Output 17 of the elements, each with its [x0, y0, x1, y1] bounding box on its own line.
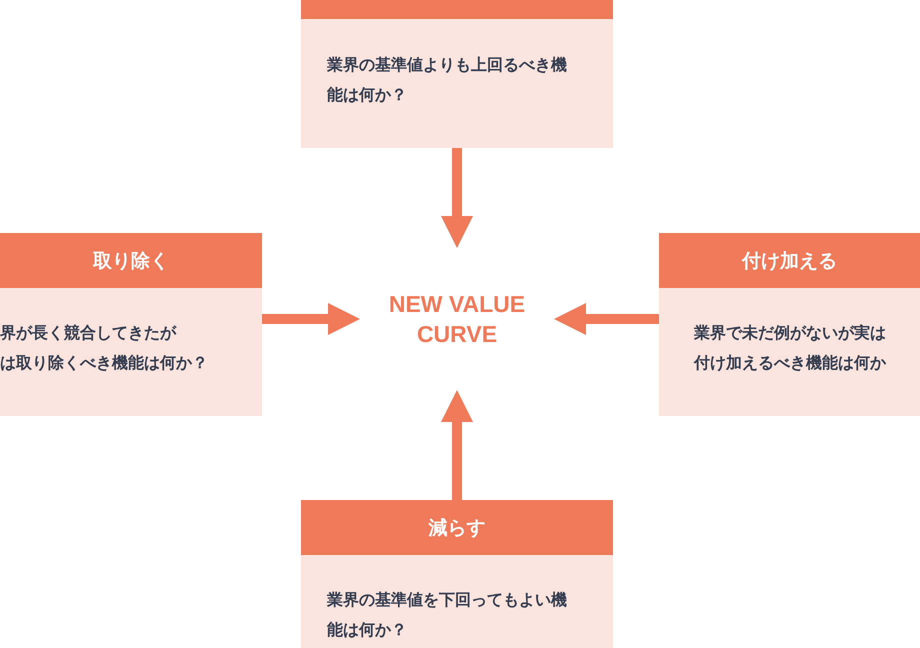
question-card — [301, 0, 613, 148]
card-heading: 減らす — [428, 516, 486, 540]
question-text: は取り除くべき機能は何か？ — [0, 352, 209, 374]
arrow — [262, 303, 360, 335]
arrow — [554, 303, 659, 335]
question-text: 業界で未だ例がないが実は付け加えるべき機能は何か — [694, 322, 887, 374]
question-card — [301, 500, 613, 648]
question-text: 業界の基準値よりも上回るべき機能は何か？ — [327, 54, 568, 106]
arrow — [441, 390, 473, 500]
arrow — [441, 148, 473, 248]
card-heading: 取り除く — [93, 248, 169, 274]
question-text: 界が長く競合してきたが — [0, 322, 178, 344]
center-title: NEW VALUE CURVE — [360, 248, 554, 390]
question-card — [659, 233, 920, 416]
card-heading: 付け加える — [742, 248, 837, 274]
question-card — [0, 233, 262, 416]
question-text: 業界の基準値を下回ってもよい機能は何か？ — [327, 589, 568, 641]
